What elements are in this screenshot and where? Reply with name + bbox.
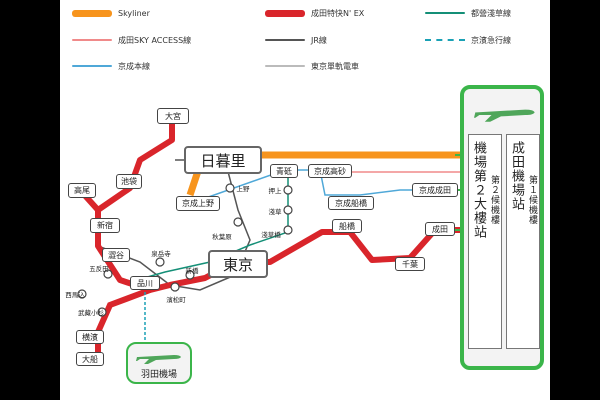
legend-keisei-main: 京成本線 xyxy=(72,59,150,73)
legend-swatch-jr xyxy=(265,39,305,41)
station-omiya: 大宮 xyxy=(157,108,189,124)
station-asakusa: 淺草 xyxy=(268,208,282,216)
legend-label-monorail: 東京單軌電車 xyxy=(311,61,359,71)
legend-swatch-monorail xyxy=(265,65,305,67)
station-shinjuku: 新宿 xyxy=(90,218,120,233)
station-hamamatsucho: 濱松町 xyxy=(166,296,186,304)
narita-terminal-1-box: 成田機場站 第１候機樓 xyxy=(506,134,540,349)
station-nodes xyxy=(77,183,293,317)
station-aoto: 青砥 xyxy=(270,164,298,178)
legend-swatch-toei-asakusa xyxy=(425,12,465,14)
station-shibuya: 澀谷 xyxy=(102,248,130,262)
node-musashi-kosugi xyxy=(97,307,107,317)
station-tokyo: 東京 xyxy=(208,250,268,278)
node-hamamatsucho xyxy=(170,282,180,292)
narita-express-south xyxy=(95,287,152,358)
station-keisei-narita: 京成成田 xyxy=(412,183,458,197)
legend-swatch-skyliner xyxy=(72,9,112,17)
station-yokohama: 横濱 xyxy=(76,330,104,344)
station-sengakuji: 泉岳寺 xyxy=(151,250,171,258)
station-akihabara: 秋葉原 xyxy=(212,233,232,241)
node-nishi-magome xyxy=(77,289,87,299)
legend-sky-access: 成田SKY ACCESS線 xyxy=(72,33,191,47)
legend-label-keisei-main: 京成本線 xyxy=(118,61,150,71)
station-narita: 成田 xyxy=(425,222,455,236)
legend-narita-express: 成田特快N' EX xyxy=(265,6,364,20)
legend-label-narita-express: 成田特快N' EX xyxy=(311,8,365,18)
plane-icon xyxy=(474,109,535,122)
legend-label-keikyu: 京濱急行線 xyxy=(471,35,511,45)
legend-jr: JR線 xyxy=(265,33,327,47)
legend-swatch-keikyu xyxy=(425,39,465,41)
station-keisei-takasago: 京成高砂 xyxy=(308,164,352,178)
station-ikebukuro: 池袋 xyxy=(116,174,142,189)
legend-keikyu: 京濱急行線 xyxy=(425,33,511,47)
legend-swatch-sky-access xyxy=(72,39,112,41)
narita-terminal-1-sub: 第１候機樓 xyxy=(527,175,537,225)
narita-terminal-2-label: 機場第２大樓站 xyxy=(471,141,486,239)
narita-terminal-1-label: 成田機場站 xyxy=(509,141,524,211)
narita-terminal-2-box: 機場第２大樓站 第２候機樓 xyxy=(468,134,502,349)
station-nippori: 日暮里 xyxy=(184,146,262,174)
station-musashi-kosugi: 武藏小杉 xyxy=(78,309,104,317)
station-asakusabashi: 淺草橋 xyxy=(261,231,281,239)
haneda-airport-label: 羽田機場 xyxy=(140,370,177,380)
haneda-airport-panel: 羽田機場 xyxy=(126,342,192,384)
narita-terminal-2-sub: 第２候機樓 xyxy=(489,175,499,225)
station-gotanda: 五反田 xyxy=(89,265,109,273)
legend-swatch-narita-express xyxy=(265,9,305,17)
legend-toei-asakusa: 都營淺草線 xyxy=(425,6,511,20)
legend-skyliner: Skyliner xyxy=(72,6,150,20)
legend-label-jr: JR線 xyxy=(311,35,327,45)
legend-label-sky-access: 成田SKY ACCESS線 xyxy=(118,35,192,45)
legend-swatch-keisei-main xyxy=(72,65,112,67)
node-sengakuji xyxy=(155,257,165,267)
legend-label-toei-asakusa: 都營淺草線 xyxy=(471,8,511,18)
node-shinbashi xyxy=(185,270,195,280)
route-map: Skyliner 成田特快N' EX 都營淺草線 成田SKY ACCESS線 J… xyxy=(60,0,550,400)
node-gotanda xyxy=(103,269,113,279)
node-ueno xyxy=(225,183,235,193)
node-oshiage xyxy=(283,185,293,195)
station-shinbashi: 新橋 xyxy=(185,267,199,275)
legend-label-skyliner: Skyliner xyxy=(118,8,150,18)
narita-airport-panel: 機場第２大樓站 第２候機樓 成田機場站 第１候機樓 xyxy=(460,85,544,370)
station-oshiage: 押上 xyxy=(268,187,282,195)
node-asakusabashi xyxy=(283,225,293,235)
legend-monorail: 東京單軌電車 xyxy=(265,59,359,73)
plane-icon xyxy=(136,355,181,364)
station-funabashi: 船橋 xyxy=(332,219,362,233)
node-asakusa xyxy=(283,205,293,215)
station-nishi-magome: 西馬込 xyxy=(65,291,85,299)
station-keisei-ueno: 京成上野 xyxy=(176,196,220,211)
station-ofuna: 大船 xyxy=(76,352,104,366)
node-akihabara xyxy=(233,217,243,227)
station-chiba: 千葉 xyxy=(395,257,425,271)
station-ueno: 上野 xyxy=(236,185,250,193)
station-keisei-funabashi: 京成船橋 xyxy=(328,196,374,210)
station-shinagawa: 品川 xyxy=(130,276,160,290)
station-takao: 高尾 xyxy=(68,183,96,198)
